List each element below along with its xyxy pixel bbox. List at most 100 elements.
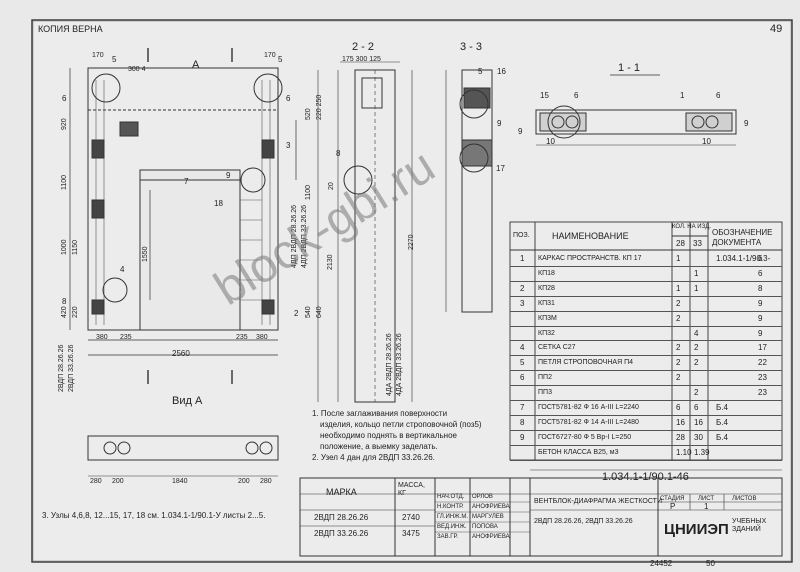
note-1c: необходимо поднять в вертикальное [320, 431, 457, 440]
note-1: 1. После заглаживания поверхности [312, 409, 448, 418]
spec-cell-q33: 1 [694, 283, 699, 293]
sheet-mark: 49 [770, 23, 783, 35]
spec-cell-pos: 1 [520, 254, 525, 263]
spec-cell-doc: Б.4 [716, 432, 728, 442]
spec-cell-pos: 3 [520, 298, 525, 308]
spec-cell-sheet: 23 [758, 373, 767, 383]
callout-14: 15 [540, 91, 549, 100]
section-2-2 [317, 61, 413, 403]
note-1d: положение, а выемку заделать. [320, 442, 438, 451]
vmark-6: 4ДА 2ВДП 33.26.26 [396, 333, 403, 396]
spec-cell-q28: 2 [676, 298, 681, 308]
callout-4: 4 [120, 265, 125, 274]
vmark-1: 2ВДП 28.26.26 [58, 344, 65, 392]
person-name-4: ПОПОВА [472, 524, 498, 530]
person-role-5: ЗАВ.ГР. [437, 534, 459, 540]
spec-row [510, 459, 782, 461]
callout-9b: 9 [497, 119, 502, 128]
spec-row [510, 414, 782, 416]
spec-cell-pos: 9 [520, 432, 525, 442]
dim-220-250: 220 250 [316, 94, 323, 120]
person-role-2: Н.КОНТР. [437, 504, 464, 510]
dim-920: 920 [61, 118, 68, 130]
spec-col-qty: КОЛ. НА ИЗД. [672, 224, 711, 230]
spec-cell-pos: 8 [520, 417, 525, 427]
dim-175-300-125: 175 300 125 [342, 56, 381, 63]
dim-220: 220 [72, 306, 79, 318]
dim-380: 380 [96, 334, 108, 341]
callout-6: 6 [62, 94, 67, 103]
dim-280: 280 [90, 478, 102, 485]
spec-row [510, 280, 782, 282]
spec-cell-q33: 1 [694, 268, 699, 278]
spec-row [510, 355, 782, 357]
view-a-arrow-label: А [192, 59, 200, 71]
dim-420: 420 [61, 306, 68, 318]
spec-cell-name: ГОСТ6727-80 Ф 5 Вр-I L=250 [538, 433, 632, 441]
callout-2: 2 [294, 309, 299, 318]
spec-cell-sheet: 6 [758, 254, 763, 263]
callout-6d: 6 [716, 91, 721, 100]
person-name-5: АНОФРИЕВА [472, 534, 510, 540]
spec-cell-name: ПП2 [538, 374, 552, 382]
spec-cell-name: ГОСТ5781-82 Ф 16 А-III L=2240 [538, 404, 639, 411]
vmark-5: 4ДА 2ВДП 28.26.26 [386, 333, 393, 396]
archive-number: 24452 [650, 559, 673, 568]
spec-cell-sheet: 9 [758, 328, 763, 338]
spec-cell-q33: 4 [694, 328, 699, 338]
archive-number-2: 50 [706, 559, 715, 568]
spec-cell-name: СЕТКА С27 [538, 344, 576, 352]
spec-row [510, 340, 782, 342]
spec-cell-q33: 16 [694, 417, 703, 427]
spec-cell-sheet: 8 [758, 283, 763, 293]
spec-cell-q33: 2 [694, 343, 699, 353]
callout-17: 17 [496, 164, 505, 173]
spec-cell-sheet: 9 [758, 313, 763, 323]
marks-header-mass: МАССА, КГ [398, 482, 425, 497]
title-block [299, 469, 783, 557]
spec-col-33: 33 [693, 239, 702, 248]
spec-col-doc: ОБОЗНАЧЕНИЕ ДОКУМЕНТА [712, 228, 773, 247]
spec-cell-pos: 6 [520, 373, 525, 383]
dim-1550: 1550 [142, 246, 149, 262]
spec-col-28: 28 [676, 239, 685, 248]
spec-cell-name: ГОСТ5781-82 Ф 14 А-III L=2480 [538, 418, 639, 426]
spec-row [510, 310, 782, 312]
person-role-3: ГЛ.ИНЖ.М. [437, 514, 469, 520]
callout-6c: 6 [574, 91, 579, 100]
mass-row-2: 3475 [402, 529, 420, 538]
doc-subtitle: 2ВДП 28.26.26, 2ВДП 33.26.26 [534, 518, 633, 525]
spec-cell-name: ПП3 [538, 389, 552, 397]
dim-640: 640 [316, 306, 323, 318]
dim-1000: 1000 [61, 239, 68, 255]
mass-row-1: 2740 [402, 513, 420, 522]
spec-cell-sheet: 6 [758, 268, 763, 278]
dim-200b: 200 [238, 478, 250, 485]
spec-cell-q28: 1.10 [676, 447, 692, 457]
callout-9d: 9 [744, 119, 749, 128]
person-role-1: НАЧ.ОТД. [437, 494, 465, 500]
spec-cell-doc: 1.034.1-1/90.3- [716, 254, 771, 263]
dim-235a: 235 [120, 334, 132, 341]
person-name-2: АНОФРИЕВА [472, 504, 510, 510]
spec-cell-q28: 1 [676, 283, 681, 293]
spec-cell-name: КП32 [538, 329, 555, 337]
callout-8b: 8 [336, 149, 341, 158]
callout-5: 5 [112, 55, 117, 64]
spec-cell-q33: 1.39 [694, 447, 710, 457]
spec-cell-sheet: 9 [758, 298, 763, 308]
callout-7: 7 [184, 177, 189, 186]
spec-row [510, 295, 782, 297]
dim-1100b: 1100 [305, 184, 312, 200]
org-subtitle: УЧЕБНЫХ ЗДАНИЙ [732, 518, 767, 534]
dim-1840: 1840 [172, 478, 188, 485]
spec-cell-name: КП3М [538, 314, 557, 322]
sheet-header: ЛИСТ [698, 496, 715, 502]
dim-235b: 235 [236, 334, 248, 341]
spec-cell-q28: 2 [676, 373, 681, 383]
mark-row-1: 2ВДП 28.26.26 [314, 513, 369, 522]
spec-cell-q33: 2 [694, 358, 699, 368]
marks-header-mark: МАРКА [326, 487, 357, 497]
spec-cell-q28: 2 [676, 313, 681, 323]
